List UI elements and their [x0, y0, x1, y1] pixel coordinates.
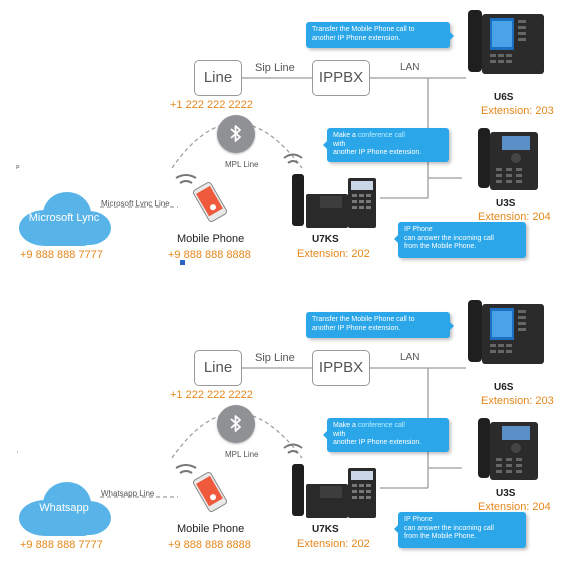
cloud-line-label: Microsoft Lync Line — [101, 199, 170, 208]
lan-label: LAN — [400, 352, 420, 363]
connection-wires — [100, 367, 466, 498]
u3s-extension: Extension: 204 — [478, 501, 551, 513]
u7ks-extension: Extension: 202 — [297, 538, 370, 550]
diagram-panel-lync: Line Sip Line IPPBX LAN +1 222 222 2222 … — [0, 0, 564, 282]
line-box: Line — [194, 350, 242, 386]
callout-transfer: Transfer the Mobile Phone call to anothe… — [306, 22, 454, 48]
side-mark: ₚ — [16, 160, 20, 170]
callout-answer: IP Phone can answer the incoming call fr… — [394, 512, 526, 548]
ippbx-box: IPPBX — [312, 350, 370, 386]
signal-wave-icon — [283, 153, 303, 164]
cloud-label: Whatsapp — [39, 502, 89, 514]
u3s-name: U3S — [496, 198, 516, 209]
side-mark: ˈ — [16, 450, 19, 460]
mpl-line-label: MPL Line — [225, 450, 259, 459]
mobile-label: Mobile Phone — [177, 233, 245, 245]
cloud-icon: Microsoft Lync — [15, 188, 113, 248]
cloud-number: +9 888 888 7777 — [20, 249, 103, 261]
u7ks-extension: Extension: 202 — [297, 248, 370, 260]
u7ks-name: U7KS — [312, 524, 339, 535]
u6s-name: U6S — [494, 92, 514, 103]
smartphone-icon — [188, 472, 232, 512]
ip-phone-icon — [476, 126, 540, 192]
u6s-name: U6S — [494, 382, 514, 393]
callout-conference: Make a conference call with another IP P… — [323, 418, 449, 452]
signal-wave-icon — [175, 174, 197, 184]
signal-wave-icon — [283, 443, 303, 454]
line-number: +1 222 222 2222 — [170, 99, 253, 111]
line-number: +1 222 222 2222 — [170, 389, 253, 401]
ip-phone-icon — [290, 460, 382, 520]
cloud-line-label: Whatsapp Line — [101, 489, 155, 498]
ip-phone-icon — [466, 298, 546, 366]
sip-line-label: Sip Line — [255, 62, 295, 74]
sip-line-label: Sip Line — [255, 352, 295, 364]
u3s-extension: Extension: 204 — [478, 211, 551, 223]
diagram-panel-whatsapp: Line Sip Line IPPBX LAN +1 222 222 2222 … — [0, 290, 564, 572]
u6s-extension: Extension: 203 — [481, 105, 554, 117]
u6s-extension: Extension: 203 — [481, 395, 554, 407]
lan-label: LAN — [400, 62, 420, 73]
cloud-label: Microsoft Lync — [28, 212, 100, 224]
callout-conference: Make a conference call with another IP P… — [323, 128, 449, 162]
line-box: Line — [194, 60, 242, 96]
smartphone-icon — [188, 182, 232, 222]
cloud-number: +9 888 888 7777 — [20, 539, 103, 551]
mpl-line-label: MPL Line — [225, 160, 259, 169]
bluetooth-icon — [217, 115, 255, 153]
marker-square — [180, 260, 185, 265]
callout-transfer: Transfer the Mobile Phone call to anothe… — [306, 312, 454, 338]
u7ks-name: U7KS — [312, 234, 339, 245]
ip-phone-icon — [290, 170, 382, 230]
mobile-number: +9 888 888 8888 — [168, 539, 251, 551]
ippbx-box: IPPBX — [312, 60, 370, 96]
ip-phone-icon — [476, 416, 540, 482]
bluetooth-icon — [217, 405, 255, 443]
mobile-number: +9 888 888 8888 — [168, 249, 251, 261]
ip-phone-icon — [466, 8, 546, 76]
callout-answer: IP Phone can answer the incoming call fr… — [394, 222, 526, 258]
u3s-name: U3S — [496, 488, 516, 499]
mobile-label: Mobile Phone — [177, 523, 245, 535]
signal-wave-icon — [175, 464, 197, 474]
cloud-icon: Whatsapp — [15, 478, 113, 538]
